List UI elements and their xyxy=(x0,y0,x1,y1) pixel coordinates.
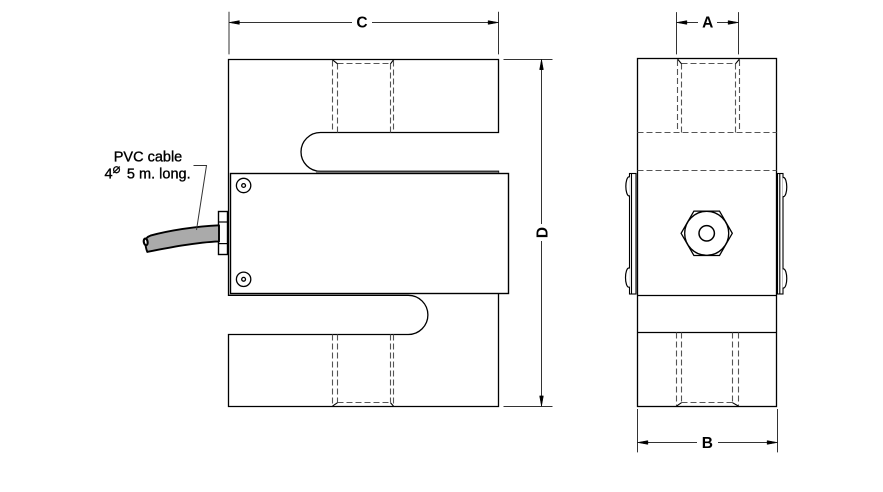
svg-text:A: A xyxy=(702,15,713,32)
svg-text:D: D xyxy=(534,227,551,238)
svg-text:4⌀ 5 m. long.: 4⌀ 5 m. long. xyxy=(105,161,191,183)
svg-text:C: C xyxy=(356,15,367,32)
svg-text:B: B xyxy=(702,435,713,452)
svg-text:PVC cable: PVC cable xyxy=(114,150,183,166)
